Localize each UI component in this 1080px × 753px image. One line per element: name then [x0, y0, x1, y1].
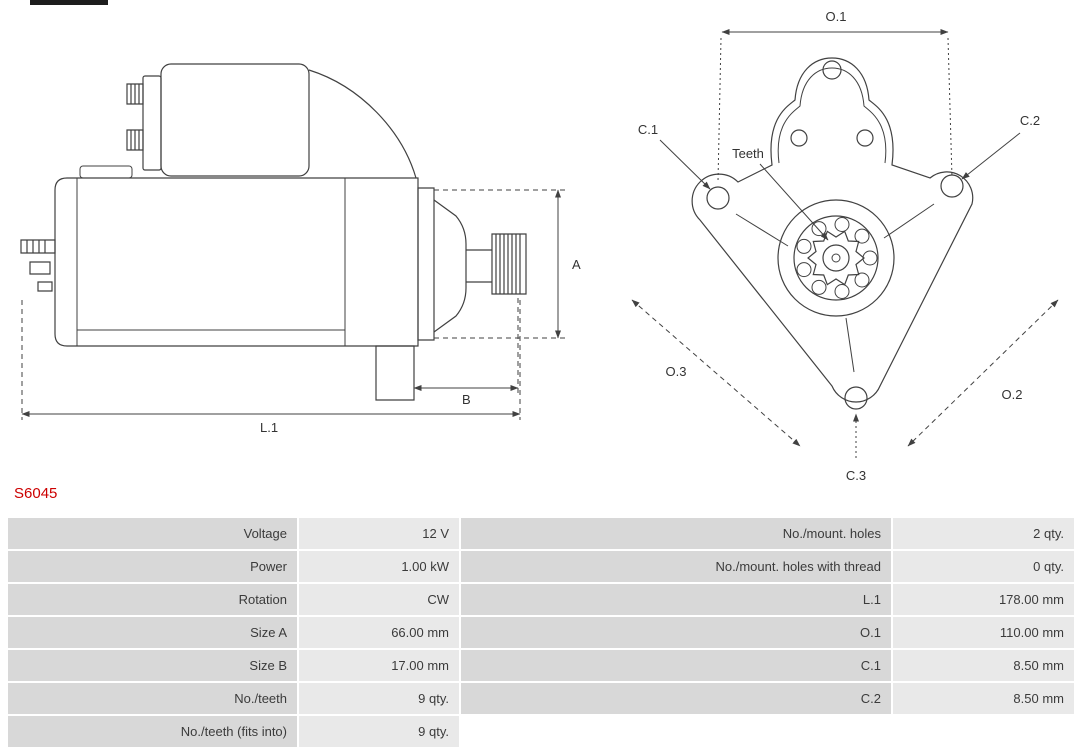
- spec-value: 110.00 mm: [893, 617, 1074, 648]
- spec-label: O.1: [461, 617, 891, 648]
- spec-value: 9 qty.: [299, 716, 459, 747]
- top-hole: [823, 61, 841, 79]
- solenoid-terminals: [127, 76, 161, 170]
- spec-label: Voltage: [8, 518, 297, 549]
- dim-label-l1: L.1: [260, 420, 278, 435]
- spec-value: [893, 716, 1074, 747]
- spec-value: 8.50 mm: [893, 650, 1074, 681]
- gear-teeth: [808, 231, 864, 284]
- dim-label-teeth: Teeth: [732, 146, 764, 161]
- solenoid-body: [161, 64, 309, 176]
- dim-label-c1: C.1: [638, 122, 658, 137]
- part-number: S6045: [14, 485, 58, 502]
- spec-label: L.1: [461, 584, 891, 615]
- spec-value: 0 qty.: [893, 551, 1074, 582]
- side-view: A B L.1: [21, 64, 581, 435]
- spec-value: 8.50 mm: [893, 683, 1074, 714]
- spec-value: 2 qty.: [893, 518, 1074, 549]
- mount-hole-c3: [845, 387, 867, 409]
- spec-label: Size B: [8, 650, 297, 681]
- motor-body: [55, 178, 418, 346]
- center-boss: [778, 200, 894, 316]
- end-view: O.1 C.1 C.2 Teeth C.3 O.3 O.2: [631, 9, 1059, 482]
- starter-motor-diagram: A B L.1: [0, 9, 1059, 482]
- mount-hole-c2: [941, 175, 963, 197]
- drive-cone: [434, 200, 466, 332]
- spec-label: C.1: [461, 650, 891, 681]
- spec-label: No./teeth: [8, 683, 297, 714]
- spec-table: Voltage 12 V No./mount. holes 2 qty. Pow…: [8, 518, 1074, 747]
- spec-value: 1.00 kW: [299, 551, 459, 582]
- spec-label: No./teeth (fits into): [8, 716, 297, 747]
- drive-flange: [418, 188, 434, 340]
- dim-label-o1: O.1: [826, 9, 847, 24]
- dim-label-c3: C.3: [846, 468, 866, 482]
- flange-outline: [692, 58, 973, 402]
- spec-label: [461, 716, 891, 747]
- top-left-mark: [30, 0, 108, 5]
- spec-value: CW: [299, 584, 459, 615]
- dim-label-o3: O.3: [666, 364, 687, 379]
- housing-slope: [309, 70, 416, 178]
- spec-label: Power: [8, 551, 297, 582]
- spec-value: 66.00 mm: [299, 617, 459, 648]
- spec-value: 9 qty.: [299, 683, 459, 714]
- dim-label-c2: C.2: [1020, 113, 1040, 128]
- pinion-gear: [492, 234, 526, 294]
- dim-label-b: B: [462, 392, 471, 407]
- spec-value: 12 V: [299, 518, 459, 549]
- spec-label: No./mount. holes: [461, 518, 891, 549]
- through-bolt: [21, 240, 55, 291]
- mounting-foot: [376, 346, 414, 400]
- spec-value: 178.00 mm: [893, 584, 1074, 615]
- spec-label: C.2: [461, 683, 891, 714]
- mount-hole-c1: [707, 187, 729, 209]
- dim-label-o2: O.2: [1002, 387, 1023, 402]
- spec-value: 17.00 mm: [299, 650, 459, 681]
- dim-label-a: A: [572, 257, 581, 272]
- spec-label: No./mount. holes with thread: [461, 551, 891, 582]
- spec-label: Rotation: [8, 584, 297, 615]
- spec-label: Size A: [8, 617, 297, 648]
